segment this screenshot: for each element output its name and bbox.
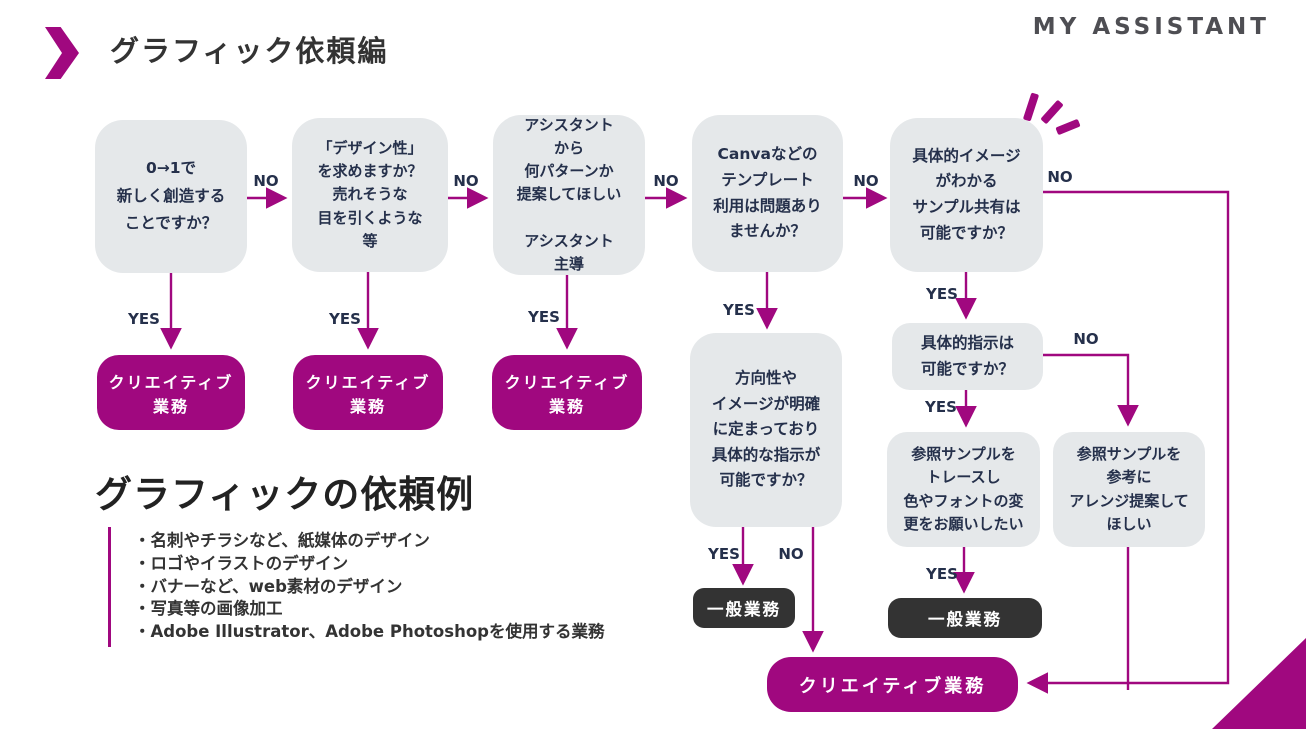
example-item: ・Adobe Illustrator、Adobe Photoshopを使用する業… [134,622,605,642]
label-no-q7: NO [1073,330,1099,348]
label-no-4: NO [853,172,879,190]
label-no-5: NO [1047,168,1073,186]
label-yes-4: YES [723,301,755,319]
arrow-q7-no [1043,353,1139,427]
label-yes-2: YES [329,310,361,328]
corner-triangle [1212,638,1306,729]
label-no-3: NO [653,172,679,190]
example-item: ・ロゴやイラストのデザイン [134,553,349,573]
node-q8: 参照サンプルを トレースし 色やフォントの変 更をお願いしたい [887,432,1040,547]
node-q5: 具体的イメージ がわかる サンプル共有は 可能ですか？ [890,118,1043,272]
emphasis-dash-icon [1055,118,1081,136]
page-title: グラフィック依頼編 [110,34,389,68]
title-chevron-icon [45,27,79,79]
label-yes-1: YES [128,310,160,328]
node-creative-3: クリエイティブ 業務 [492,355,642,430]
label-no-2: NO [453,172,479,190]
my-assistant-logo: MY ASSISTANT [1032,14,1270,40]
example-item: ・写真等の画像加工 [134,599,283,619]
node-creative-1: クリエイティブ 業務 [97,355,245,430]
emphasis-dash-icon [1022,92,1040,122]
label-yes-3: YES [528,308,560,326]
label-no-q6: NO [778,545,804,563]
label-yes-q5: YES [926,285,958,303]
node-q1: 0→1で 新しく創造する ことですか？ [95,120,247,273]
label-yes-q8: YES [926,565,958,583]
node-general-1: 一般業務 [693,588,795,628]
example-item: ・バナーなど、web素材のデザイン [134,576,403,596]
node-q6: 方向性や イメージが明確 に定まっており 具体的な指示が 可能ですか？ [690,333,842,527]
examples-heading: グラフィックの依頼例 [95,473,475,516]
node-q9: 参照サンプルを 参考に アレンジ提案して ほしい [1053,432,1205,547]
node-q7: 具体的指示は 可能ですか？ [892,323,1043,390]
label-yes-q7: YES [925,398,957,416]
example-item: ・名刺やチラシなど、紙媒体のデザイン [134,531,430,550]
node-creative-final: クリエイティブ業務 [767,657,1018,712]
node-q3: アシスタント から 何パターンか 提案してほしい アシスタント 主導 [493,115,645,275]
node-q4: Canvaなどの テンプレート 利用は問題あり ませんか？ [692,115,843,272]
node-q2: 「デザイン性」 を求めますか？ 売れそうな 目を引くような 等 [292,118,448,272]
node-general-2: 一般業務 [888,598,1042,638]
label-yes-q6: YES [708,545,740,563]
examples-list: ・名刺やチラシなど、紙媒体のデザイン ・ロゴやイラストのデザイン ・バナーなど、… [108,527,604,647]
node-creative-2: クリエイティブ 業務 [293,355,443,430]
label-no-1: NO [253,172,279,190]
emphasis-dash-icon [1040,99,1064,125]
